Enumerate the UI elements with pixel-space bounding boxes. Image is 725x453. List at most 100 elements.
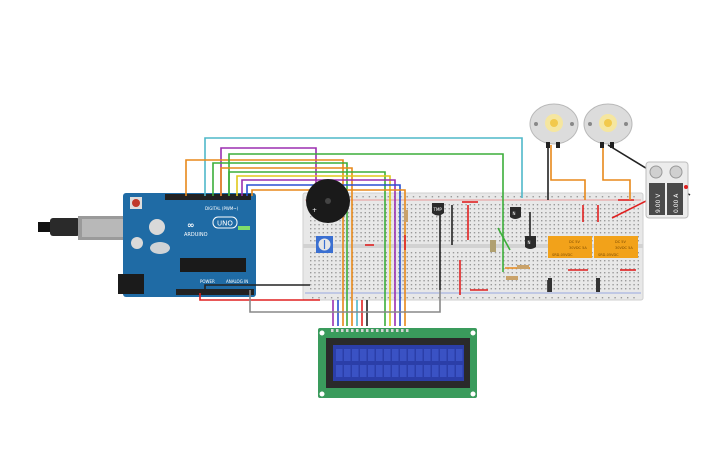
breadboard-hole: [448, 216, 450, 218]
breadboard-hole: [587, 232, 589, 234]
potentiometer[interactable]: [316, 236, 333, 253]
supply-knob-1[interactable]: [649, 165, 663, 179]
breadboard-hole: [566, 268, 568, 270]
breadboard-hole: [347, 276, 350, 278]
breadboard-hole: [368, 204, 371, 206]
rail-hole: [601, 196, 604, 198]
breadboard-hole: [368, 272, 371, 274]
breadboard-hole: [541, 236, 543, 238]
breadboard-hole: [423, 268, 425, 270]
breadboard-hole: [557, 284, 560, 286]
breadboard-hole: [473, 264, 476, 266]
lcd-pin: [336, 329, 339, 332]
breadboard-hole: [566, 212, 568, 214]
breadboard-hole: [469, 240, 471, 242]
breadboard-hole: [566, 204, 568, 206]
breadboard-hole: [574, 204, 576, 206]
breadboard-hole: [515, 252, 518, 254]
lcd-pin: [331, 329, 334, 332]
breadboard-hole: [373, 228, 375, 230]
breadboard-hole: [322, 284, 324, 286]
rail-hole: [494, 297, 497, 299]
breadboard-hole: [486, 272, 488, 274]
breadboard-hole: [440, 288, 442, 290]
rail-hole: [444, 297, 446, 299]
breadboard-hole: [486, 208, 488, 210]
breadboard-hole: [616, 228, 618, 230]
supply-knob-2[interactable]: [669, 165, 683, 179]
breadboard-hole: [448, 232, 450, 234]
breadboard-hole: [310, 256, 312, 258]
breadboard-hole: [591, 252, 593, 254]
breadboard-hole: [343, 288, 345, 290]
breadboard-hole: [587, 212, 589, 214]
breadboard-hole: [570, 284, 572, 286]
breadboard-hole: [377, 208, 379, 210]
breadboard-hole: [532, 228, 534, 230]
lcd-cell: [424, 365, 431, 377]
lcd-pin: [366, 329, 369, 332]
breadboard-hole: [633, 272, 635, 274]
breadboard-hole: [419, 220, 421, 222]
breadboard-hole: [457, 228, 459, 230]
breadboard-hole: [461, 276, 463, 278]
breadboard-hole: [637, 284, 639, 286]
breadboard-hole: [566, 232, 568, 234]
breadboard-hole: [339, 252, 341, 254]
breadboard-hole: [637, 236, 639, 238]
relay-1-text1: DC 5V: [569, 240, 580, 244]
breadboard-hole: [469, 264, 471, 266]
resistor-2: [517, 265, 529, 269]
breadboard-hole: [465, 212, 467, 214]
breadboard-hole: [599, 276, 602, 278]
dc-motor-2: [583, 103, 633, 148]
breadboard-hole: [637, 256, 639, 258]
breadboard-hole: [612, 212, 614, 214]
breadboard-hole: [347, 216, 350, 218]
arduino-power-label: POWER: [200, 279, 215, 284]
breadboard-hole: [469, 256, 471, 258]
breadboard-hole: [532, 264, 534, 266]
breadboard-hole: [398, 228, 400, 230]
breadboard-hole: [440, 236, 442, 238]
breadboard-hole: [326, 268, 329, 270]
breadboard-hole: [507, 288, 509, 290]
breadboard-hole: [515, 280, 518, 282]
breadboard-hole: [461, 256, 463, 258]
breadboard-hole: [482, 280, 484, 282]
breadboard-hole: [364, 212, 366, 214]
breadboard-hole: [444, 252, 446, 254]
breadboard-hole: [368, 228, 371, 230]
breadboard-hole: [368, 268, 371, 270]
reset-button[interactable]: [132, 199, 140, 207]
breadboard-hole: [331, 232, 333, 234]
breadboard-hole: [541, 220, 543, 222]
breadboard-hole: [616, 276, 618, 278]
breadboard-hole: [339, 224, 341, 226]
breadboard-hole: [553, 212, 555, 214]
breadboard-hole: [368, 240, 371, 242]
breadboard-hole: [604, 228, 606, 230]
breadboard-hole: [625, 204, 627, 206]
rail-hole: [532, 196, 534, 198]
breadboard-hole: [373, 272, 375, 274]
breadboard-hole: [503, 232, 505, 234]
breadboard-hole: [595, 228, 597, 230]
breadboard-hole: [499, 252, 501, 254]
breadboard-hole: [490, 236, 492, 238]
breadboard-hole: [604, 212, 606, 214]
breadboard-hole: [469, 288, 471, 290]
breadboard-hole: [637, 216, 639, 218]
breadboard-hole: [625, 288, 627, 290]
breadboard-hole: [478, 264, 480, 266]
breadboard-hole: [625, 208, 627, 210]
breadboard-hole: [469, 284, 471, 286]
breadboard-hole: [482, 268, 484, 270]
breadboard-hole: [402, 240, 404, 242]
breadboard-hole: [499, 288, 501, 290]
breadboard-hole: [339, 236, 341, 238]
breadboard-hole: [583, 260, 585, 262]
breadboard-hole: [599, 288, 602, 290]
breadboard-hole: [415, 224, 417, 226]
breadboard-hole: [595, 204, 597, 206]
